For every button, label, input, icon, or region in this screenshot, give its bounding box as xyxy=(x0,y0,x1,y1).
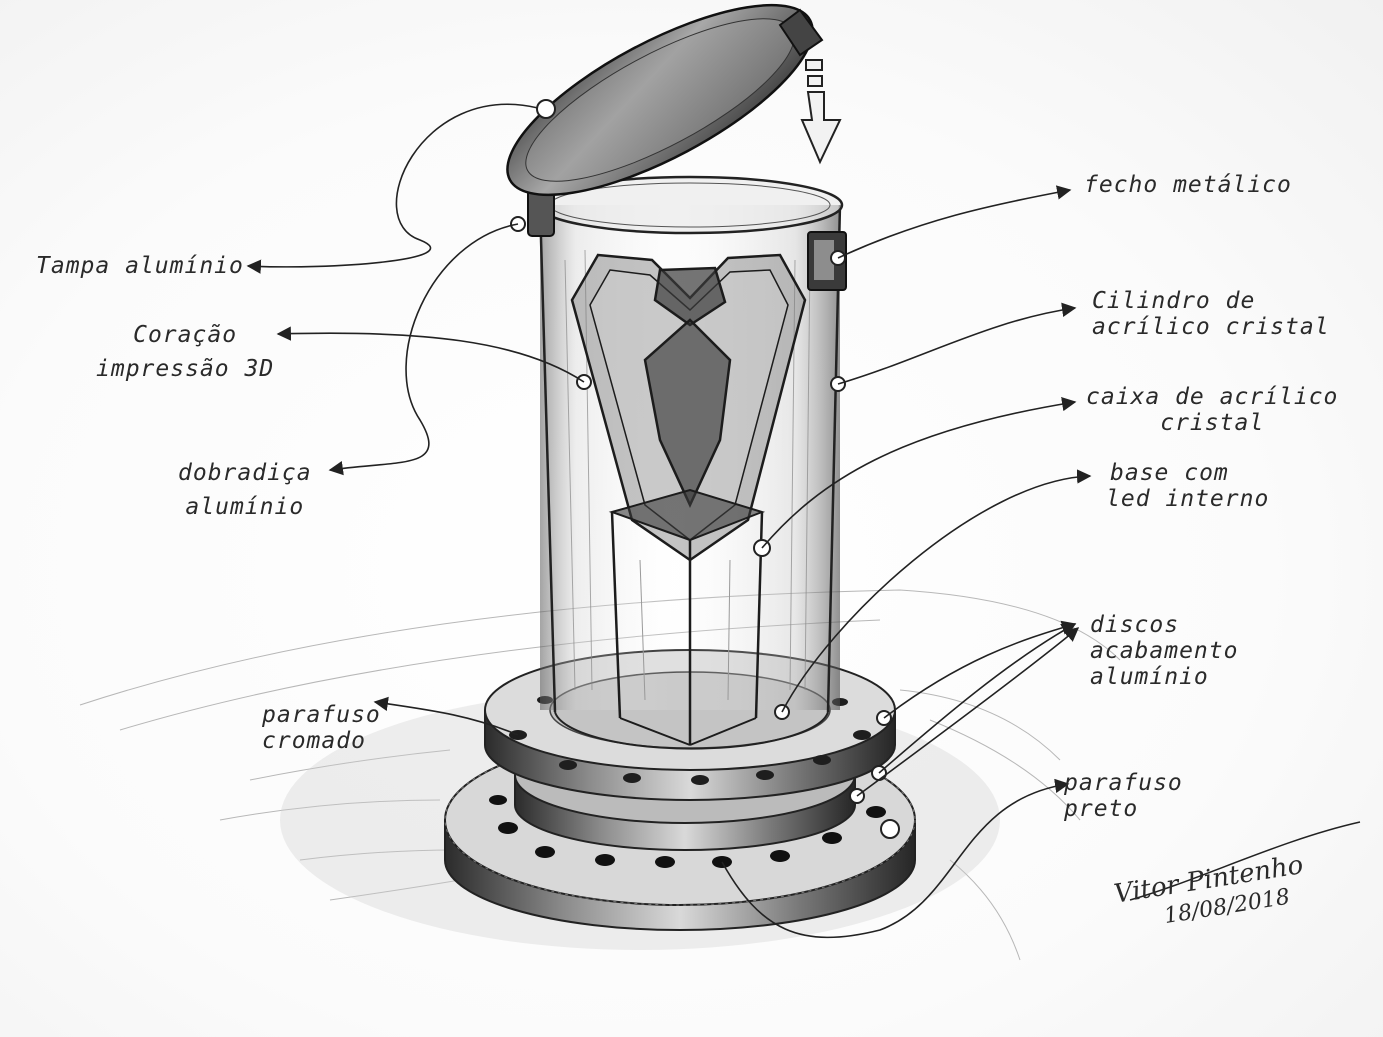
label-discos-line-3: alumínio xyxy=(1090,664,1209,690)
label-caixa: caixa de acrílico cristal xyxy=(1086,384,1338,436)
signature-flourish xyxy=(1129,821,1361,901)
label-cilindro-line-1: Cilindro de xyxy=(1092,288,1256,314)
label-discos-line-2: acabamento xyxy=(1090,638,1239,664)
label-coracao: Coração impressão 3D xyxy=(96,322,274,382)
black-screws xyxy=(489,795,886,868)
label-coracao-line-1: Coração xyxy=(133,322,238,348)
label-caixa-line-1: caixa de acrílico xyxy=(1086,384,1339,410)
label-dobradica: dobradiça alumínio xyxy=(178,460,312,520)
label-parafuso-preto-line-1: parafuso xyxy=(1064,770,1183,796)
closing-arrow-icon xyxy=(800,59,842,165)
label-parafuso-preto: parafuso preto xyxy=(1064,770,1183,822)
label-tampa-aluminio: Tampa alumínio xyxy=(36,253,244,279)
label-fecho: fecho metálico xyxy=(1084,172,1292,198)
heart-3d-print xyxy=(570,253,807,562)
label-fecho-text: fecho metálico xyxy=(1084,172,1292,198)
label-cilindro: Cilindro de acrílico cristal xyxy=(1092,288,1330,340)
label-parafuso-preto-line-2: preto xyxy=(1064,796,1139,822)
label-parafuso-cromado-line-2: cromado xyxy=(262,728,366,754)
aluminum-lid xyxy=(506,3,824,197)
metal-clasp xyxy=(807,231,847,291)
label-dobradica-line-1: dobradiça xyxy=(178,460,312,486)
label-parafuso-cromado: parafuso cromado xyxy=(262,702,381,754)
label-dobradica-line-2: alumínio xyxy=(185,494,305,520)
leader-lines xyxy=(246,103,1092,939)
label-base: base com led interno xyxy=(1106,460,1269,512)
label-discos: discos acabamento alumínio xyxy=(1090,612,1238,690)
label-base-line-1: base com xyxy=(1110,460,1229,486)
label-caixa-line-2: cristal xyxy=(1160,410,1265,436)
label-discos-line-1: discos xyxy=(1090,612,1180,638)
acrylic-box xyxy=(608,488,766,746)
label-base-line-2: led interno xyxy=(1106,486,1270,512)
label-cilindro-line-2: acrílico cristal xyxy=(1092,314,1330,340)
label-tampa-text: Tampa alumínio xyxy=(36,253,244,279)
label-parafuso-cromado-line-1: parafuso xyxy=(262,702,381,728)
label-coracao-line-2: impressão 3D xyxy=(96,356,275,382)
